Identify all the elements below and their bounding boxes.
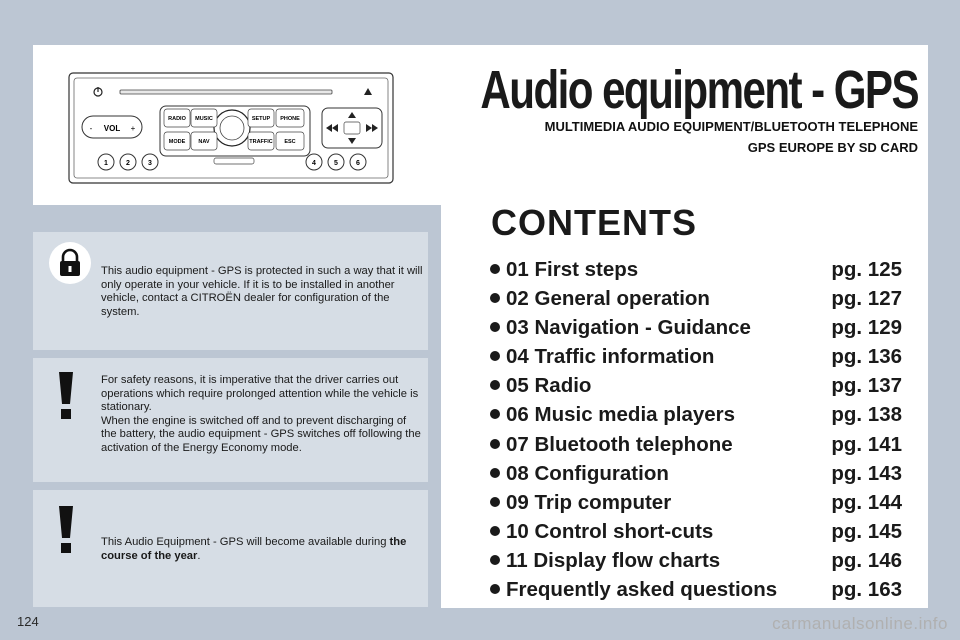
toc-item-page: pg. 127 (831, 287, 902, 311)
eject-icon (364, 88, 372, 95)
toc-item-label: 01 First steps (506, 258, 639, 281)
notice-availability-text: This Audio Equipment - GPS will become a… (101, 536, 423, 563)
preset-4: 4 (312, 160, 316, 167)
svg-text:+: + (131, 124, 136, 133)
exclamation-icon (53, 502, 79, 558)
notice-safety-text: For safety reasons, it is imperative tha… (101, 374, 423, 455)
bullet-icon (490, 496, 500, 507)
notice-availability-prefix: This Audio Equipment - GPS will become a… (101, 536, 390, 548)
setup-button-label: SETUP (252, 116, 271, 122)
toc-item[interactable]: Frequently asked questions pg. 163 (490, 576, 910, 605)
vol-label: VOL (104, 124, 121, 133)
radio-button-label: RADIO (168, 116, 186, 122)
bullet-icon (490, 293, 500, 304)
toc-item-page: pg. 141 (831, 432, 902, 456)
mode-button-label: MODE (169, 139, 186, 145)
bullet-icon (490, 351, 500, 362)
exclamation-icon (53, 368, 79, 424)
toc-item-page: pg. 144 (831, 490, 902, 514)
toc-item-page: pg. 136 (831, 345, 902, 369)
notice-availability-bold: the course of the year (101, 536, 407, 562)
toc-item-page: pg. 138 (831, 403, 902, 427)
notice-safety-line2: When the engine is switched off and to p… (101, 414, 421, 454)
bullet-icon (490, 554, 500, 565)
watermark: carmanualsonline.info (772, 614, 948, 633)
notice-safety-line1: For safety reasons, it is imperative tha… (101, 374, 419, 413)
toc-item-label: 04 Traffic information (506, 345, 715, 369)
notice-panel-availability: This Audio Equipment - GPS will become a… (33, 490, 428, 607)
phone-button-label: PHONE (280, 116, 300, 122)
toc-item-page: pg. 145 (831, 519, 902, 543)
toc-item[interactable]: 07 Bluetooth telephone pg. 141 (490, 431, 910, 460)
toc-item-label: Frequently asked questions (506, 578, 778, 602)
traffic-button-label: TRAFFIC (249, 139, 273, 145)
toc-item[interactable]: 11 Display flow charts pg. 146 (490, 547, 910, 576)
preset-1: 1 (104, 160, 108, 167)
bullet-icon (490, 584, 500, 595)
toc-item-label: 08 Configuration (506, 461, 669, 485)
bullet-icon (490, 264, 500, 274)
toc-item[interactable]: 01 First steps pg. 125 (490, 256, 910, 285)
toc-item-label: 11 Display flow charts (506, 548, 721, 572)
toc-item-label: 10 Control short-cuts (506, 519, 714, 543)
toc-item-label: 03 Navigation - Guidance (506, 316, 751, 340)
preset-3: 3 (148, 160, 152, 167)
notice-panel-protection: This audio equipment - GPS is protected … (33, 232, 428, 350)
radio-unit-illustration: VOL - + RADIO MUSIC SETUP PHONE MODE NAV… (68, 72, 394, 184)
toc-item-page: pg. 143 (831, 461, 902, 485)
esc-button-label: ESC (284, 139, 295, 145)
toc-item-label: 02 General operation (506, 287, 710, 311)
toc-item-page: pg. 163 (831, 578, 902, 602)
toc-item-page: pg. 146 (831, 548, 902, 572)
page-title-wrap: Audio equipment - GPS (357, 60, 919, 120)
bullet-icon (490, 467, 500, 478)
toc-item[interactable]: 03 Navigation - Guidance pg. 129 (490, 314, 910, 343)
toc-item-page: pg. 129 (831, 316, 902, 340)
toc-item[interactable]: 04 Traffic information pg. 136 (490, 343, 910, 372)
bullet-icon (490, 438, 500, 449)
page-title: Audio equipment - GPS (480, 60, 919, 120)
nav-button-label: NAV (198, 139, 210, 145)
contents-title: CONTENTS (491, 202, 697, 243)
subtitle-multimedia: MULTIMEDIA AUDIO EQUIPMENT/BLUETOOTH TEL… (544, 119, 918, 134)
toc-item[interactable]: 05 Radio pg. 137 (490, 372, 910, 401)
toc-item-page: pg. 125 (831, 258, 902, 281)
toc-item-label: 07 Bluetooth telephone (506, 432, 733, 456)
preset-2: 2 (126, 160, 130, 167)
cd-slot (119, 89, 333, 95)
toc-item-label: 05 Radio (506, 374, 592, 398)
bullet-icon (490, 525, 500, 536)
notice-panel-safety: For safety reasons, it is imperative tha… (33, 358, 428, 482)
page-number: 124 (17, 614, 39, 629)
toc-item[interactable]: 06 Music media players pg. 138 (490, 401, 910, 430)
toc-item-label: 06 Music media players (506, 403, 736, 427)
toc-item-label: 09 Trip computer (506, 490, 672, 514)
notice-availability-suffix: . (197, 549, 201, 562)
toc-item[interactable]: 02 General operation pg. 127 (490, 285, 910, 314)
music-button-label: MUSIC (195, 116, 213, 122)
toc-item[interactable]: 10 Control short-cuts pg. 145 (490, 518, 910, 547)
bullet-icon (490, 409, 500, 420)
preset-5: 5 (334, 160, 338, 167)
notice-protection-text: This audio equipment - GPS is protected … (101, 265, 423, 318)
toc-item-page: pg. 137 (831, 374, 902, 398)
svg-text:-: - (90, 124, 93, 133)
subtitle-gps: GPS EUROPE BY SD CARD (747, 140, 918, 155)
toc-item[interactable]: 08 Configuration pg. 143 (490, 460, 910, 489)
preset-6: 6 (356, 160, 360, 167)
toc-item[interactable]: 09 Trip computer pg. 144 (490, 489, 910, 518)
contents-panel (441, 198, 928, 608)
bullet-icon (490, 322, 500, 333)
padlock-icon (49, 242, 91, 284)
table-of-contents: 01 First steps pg. 125 02 General operati… (490, 256, 910, 605)
bullet-icon (490, 380, 500, 391)
